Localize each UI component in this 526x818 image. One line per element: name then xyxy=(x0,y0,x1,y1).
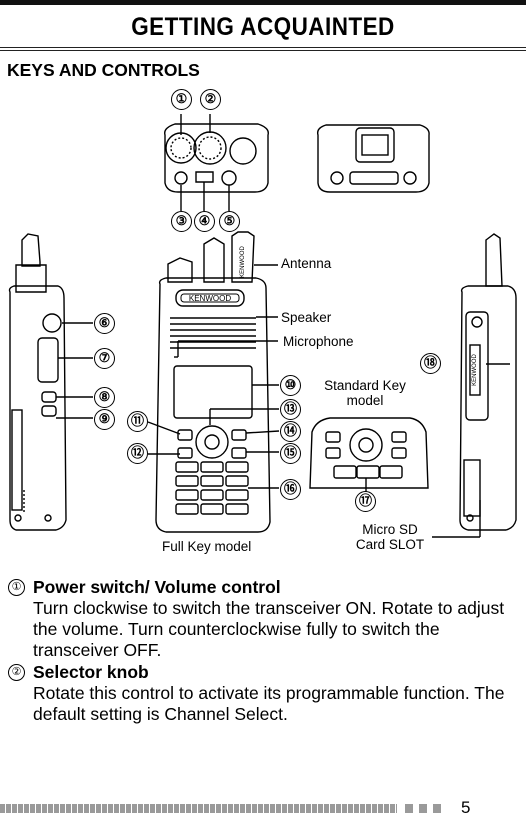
callout-4: ④ xyxy=(194,211,215,232)
standard-key-panel-diagram xyxy=(309,417,429,492)
page-footer: 5 xyxy=(0,798,526,817)
antenna-label: Antenna xyxy=(281,256,332,271)
callout-9: ⑨ xyxy=(94,409,115,430)
callout-1: ① xyxy=(171,89,192,110)
right-side-view-diagram xyxy=(432,233,517,538)
footer-square xyxy=(433,804,441,813)
page-title: GETTING ACQUAINTED xyxy=(131,13,395,41)
footer-square xyxy=(405,804,413,813)
right-side-brand-logo: KENWOOD xyxy=(472,354,478,386)
left-side-view-diagram xyxy=(8,233,93,531)
micro-sd-label-line2: Card SLOT xyxy=(355,537,425,552)
callout-2: ② xyxy=(200,89,221,110)
title-rule xyxy=(0,47,526,48)
side-brand-logo: KENWOOD xyxy=(240,246,246,278)
footer-square xyxy=(419,804,427,813)
description-text: Rotate this control to activate its prog… xyxy=(33,683,505,724)
standard-key-label-line1: Standard Key xyxy=(324,378,406,393)
description-text: Turn clockwise to switch the transceiver… xyxy=(33,598,505,660)
micro-sd-label: Micro SD Card SLOT xyxy=(345,522,435,552)
callout-16: ⑯ xyxy=(280,479,301,500)
description-number: ② xyxy=(8,664,25,681)
callout-3: ③ xyxy=(171,211,192,232)
description-title: Power switch/ Volume control xyxy=(33,577,281,597)
section-heading: KEYS AND CONTROLS xyxy=(7,60,200,80)
front-brand-logo: KENWOOD xyxy=(189,294,231,303)
micro-sd-label-line1: Micro SD xyxy=(362,522,418,537)
callout-8: ⑧ xyxy=(94,387,115,408)
callout-18: ⑱ xyxy=(420,353,441,374)
callout-17: ⑰ xyxy=(355,491,376,512)
callout-6: ⑥ xyxy=(94,313,115,334)
standard-key-label-line2: model xyxy=(346,393,384,408)
title-rule-lower xyxy=(0,50,526,51)
description-number: ① xyxy=(8,579,25,596)
front-view-diagram xyxy=(147,231,280,533)
callout-7: ⑦ xyxy=(94,348,115,369)
full-key-model-label: Full Key model xyxy=(162,539,252,554)
callout-10: ⑩ xyxy=(280,375,301,396)
description-title: Selector knob xyxy=(33,662,149,682)
speaker-label: Speaker xyxy=(281,310,332,325)
footer-decorative-bar xyxy=(0,804,397,813)
page-number: 5 xyxy=(461,798,471,817)
title-bar: GETTING ACQUAINTED xyxy=(0,0,526,51)
bottom-view-diagram xyxy=(316,124,430,193)
callout-15: ⑮ xyxy=(280,443,301,464)
callout-5: ⑤ xyxy=(219,211,240,232)
standard-key-label: Standard Key model xyxy=(320,378,410,408)
callout-11: ⑪ xyxy=(127,411,148,432)
callout-13: ⑬ xyxy=(280,399,301,420)
callout-12: ⑫ xyxy=(127,443,148,464)
top-view-diagram xyxy=(164,114,269,211)
microphone-label: Microphone xyxy=(283,334,354,349)
radio-diagram: KENWOOD KENWOOD KENWOOD xyxy=(8,114,517,538)
callout-14: ⑭ xyxy=(280,421,301,442)
